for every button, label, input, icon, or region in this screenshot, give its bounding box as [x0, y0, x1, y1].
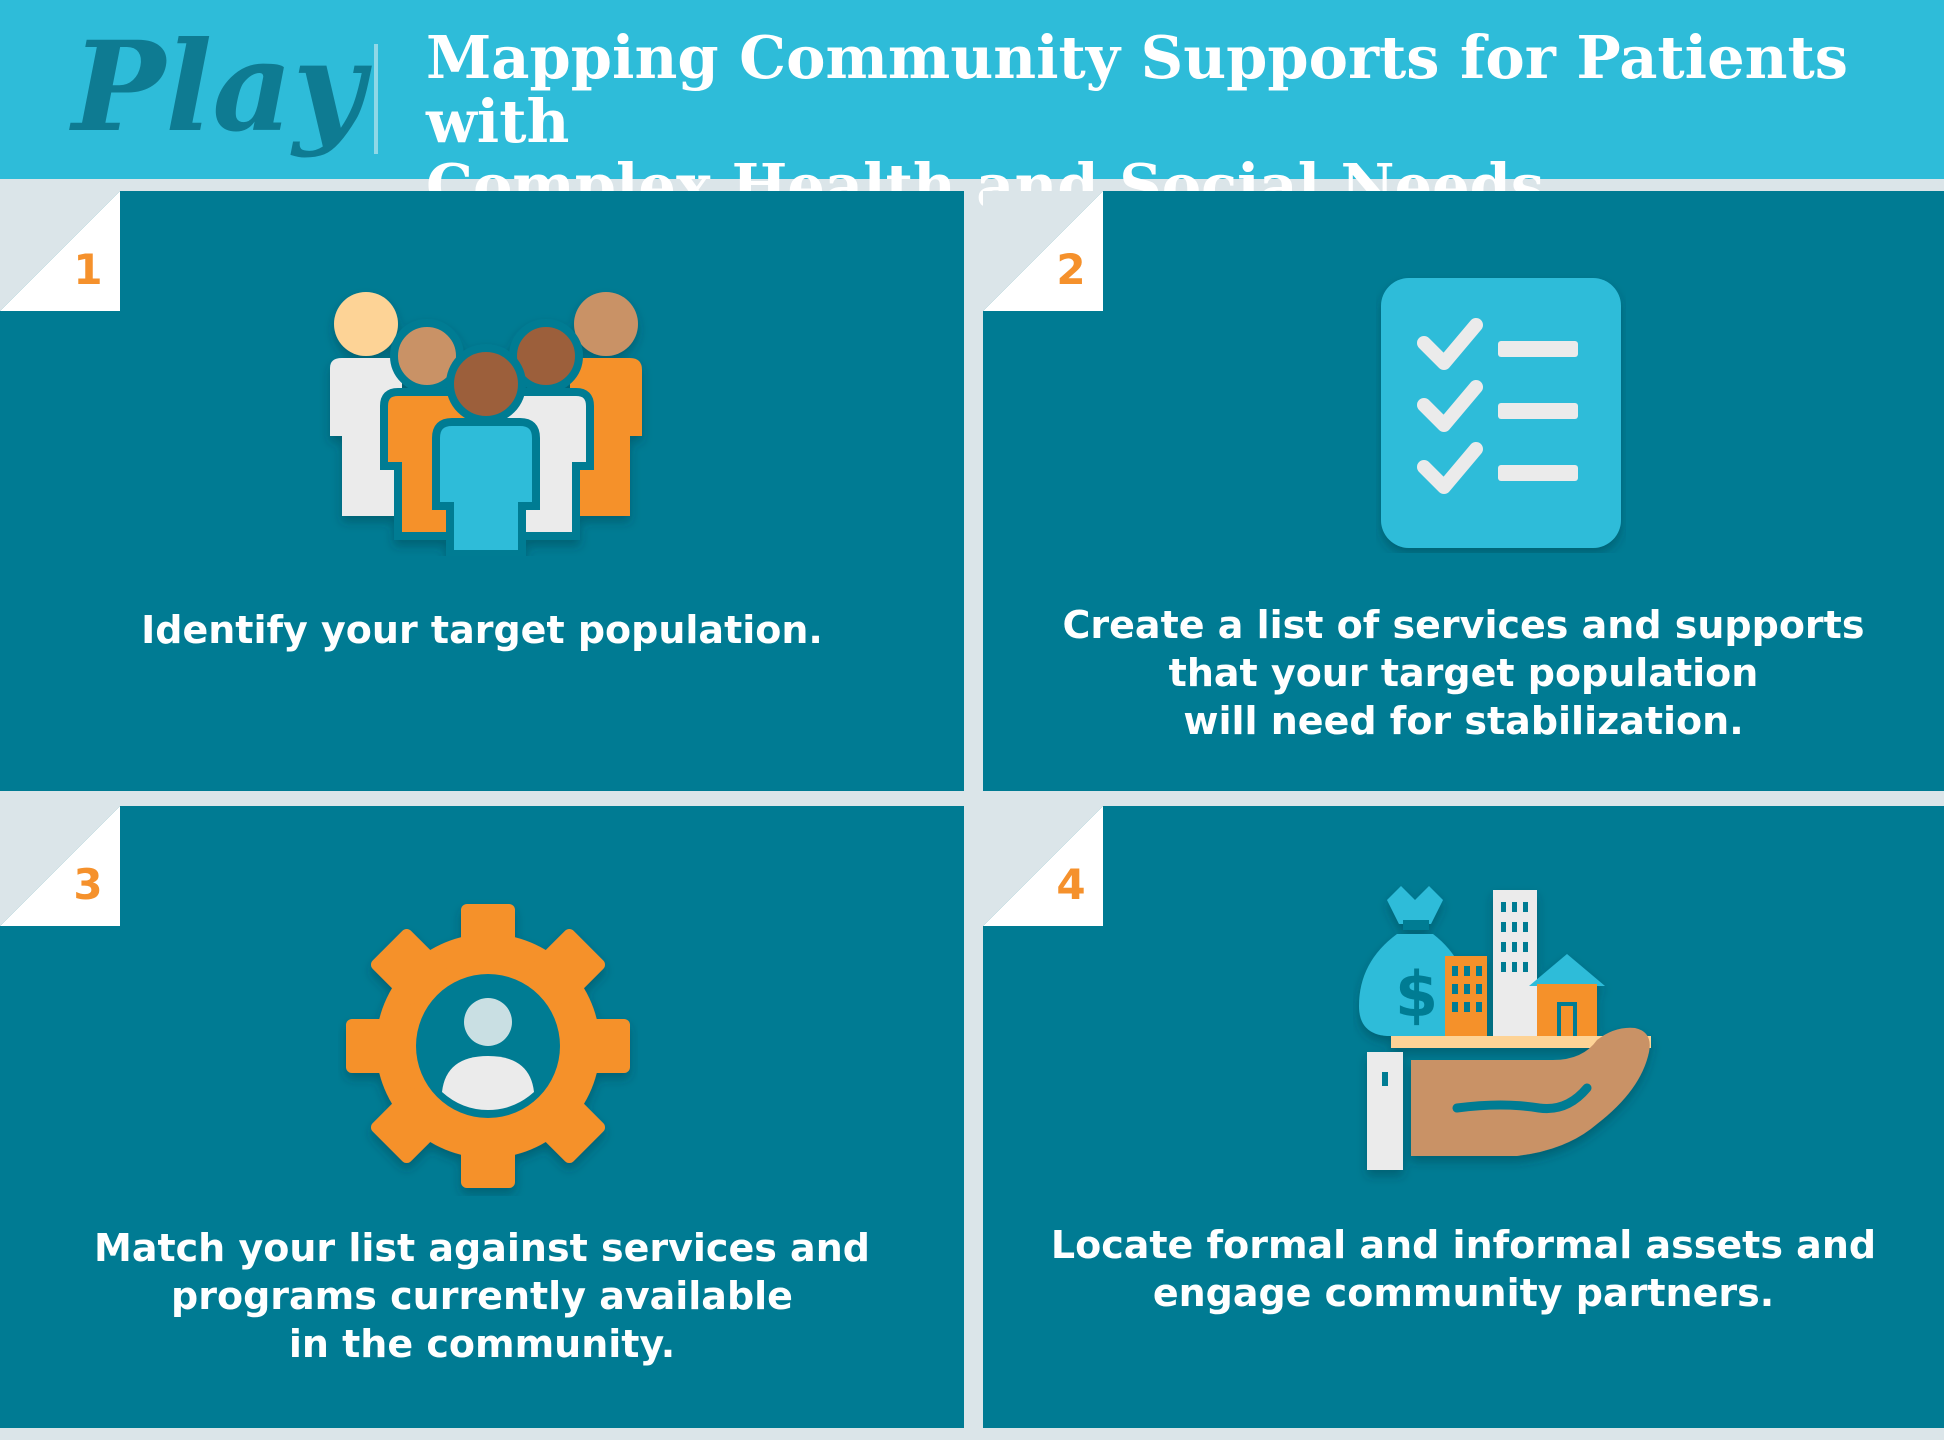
play-label: Play: [72, 15, 365, 160]
step-caption-2: Create a list of services and supports t…: [1003, 601, 1924, 745]
step-caption-4: Locate formal and informal assets and en…: [1003, 1221, 1924, 1317]
checklist-icon: [1381, 278, 1621, 548]
caption-line: Locate formal and informal assets and: [1050, 1223, 1877, 1267]
step-panel-2: 2 Create a list of services and supports…: [983, 191, 1944, 791]
hand-holding-assets-icon: $: [1359, 886, 1651, 1170]
step-number-tab-1: [0, 191, 120, 311]
caption-line: Match your list against services and: [94, 1226, 870, 1270]
step-number-4: 4: [1056, 860, 1086, 909]
step-panel-1: 1 Identify your target population.: [0, 191, 964, 791]
step-caption-3: Match your list against services and pro…: [20, 1224, 944, 1368]
step-number-2: 2: [1056, 245, 1086, 294]
people-group-icon: [330, 292, 642, 556]
header-banner: Play Mapping Community Supports for Pati…: [0, 0, 1944, 218]
caption-line: that your target population: [1168, 651, 1759, 695]
step-number-tab-4: [983, 806, 1103, 926]
step-caption-1: Identify your target population.: [20, 606, 944, 654]
gear-person-icon: [346, 904, 630, 1188]
step-number-tab-2: [983, 191, 1103, 311]
caption-line: will need for stabilization.: [1183, 699, 1744, 743]
svg-text:$: $: [1395, 958, 1438, 1031]
header-divider: [374, 44, 378, 154]
caption-line: Identify your target population.: [141, 608, 823, 652]
step-number-3: 3: [73, 860, 103, 909]
step-number-1: 1: [73, 245, 103, 294]
step-panel-4: 4 $: [983, 806, 1944, 1428]
title-line-1: Mapping Community Supports for Patients …: [426, 23, 1848, 156]
caption-line: Create a list of services and supports: [1062, 603, 1865, 647]
caption-line: engage community partners.: [1152, 1271, 1775, 1315]
caption-line: in the community.: [288, 1322, 676, 1366]
step-number-tab-3: [0, 806, 120, 926]
caption-line: programs currently available: [171, 1274, 793, 1318]
step-panel-3: 3 Match your list against: [0, 806, 964, 1428]
page-title: Mapping Community Supports for Patients …: [426, 26, 1926, 218]
